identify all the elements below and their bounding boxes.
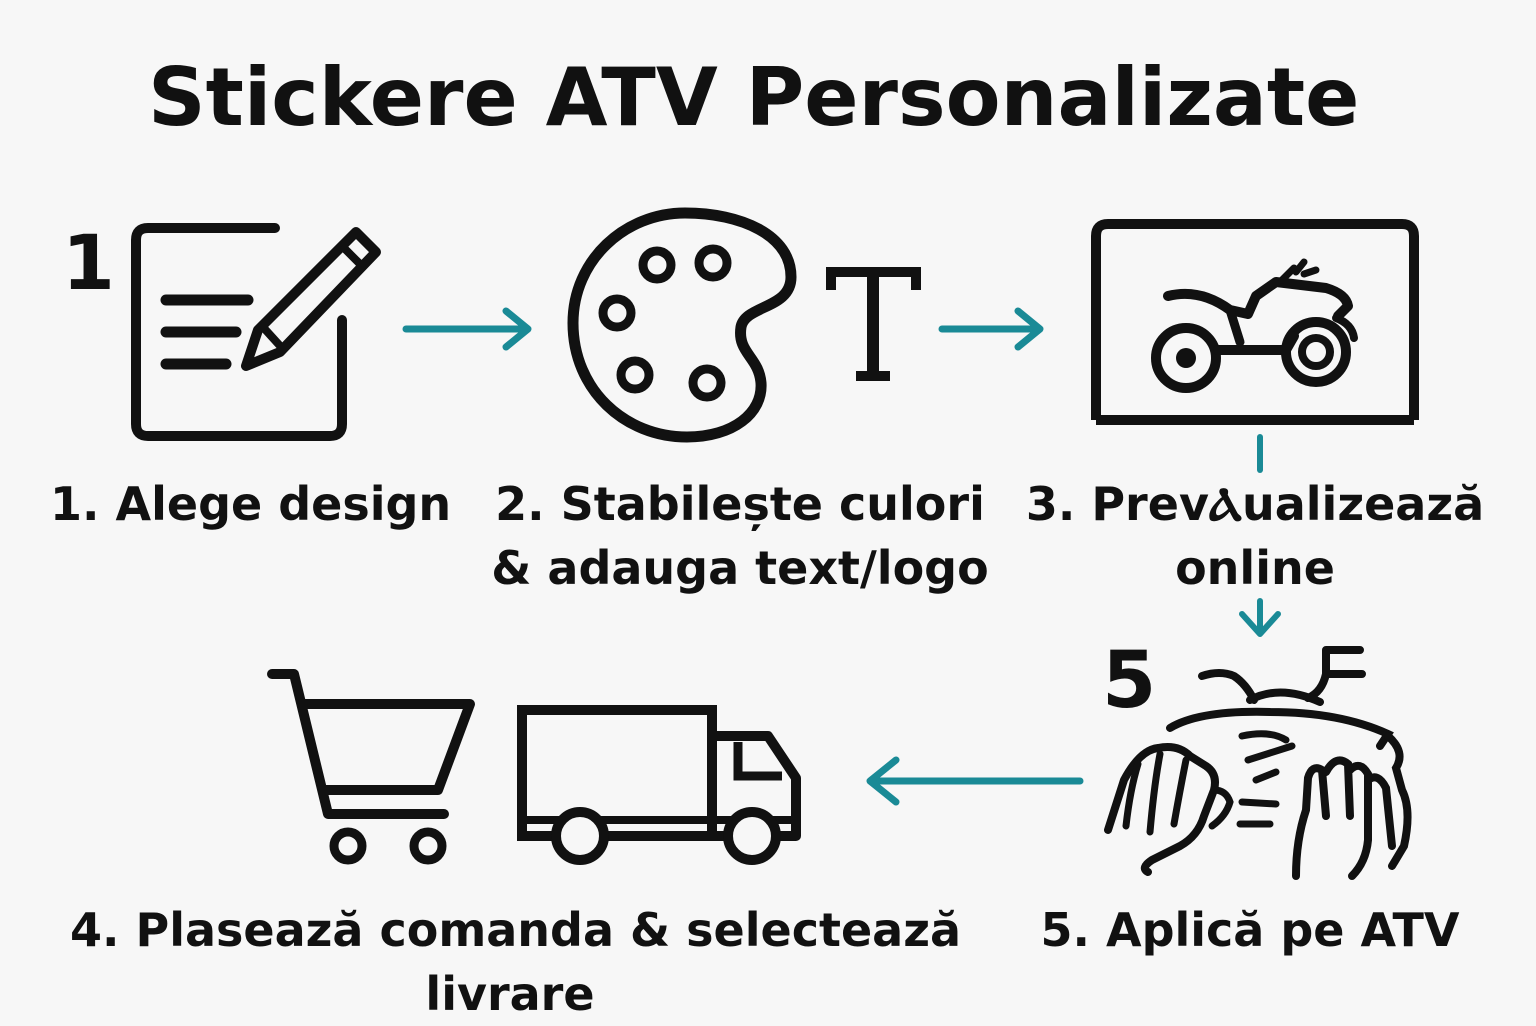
step-2-label-line2: & adauga text/logo [491,541,989,595]
step-3-label: 3. PrevⲀualizează online [1020,472,1490,600]
flow-arrow-5-to-4 [866,756,1084,806]
step-1-label: 1. Alege design [50,477,452,531]
step-4-label-line2: livrare [425,967,595,1021]
palette-icon [567,207,797,443]
step-1-number: 1 [62,218,115,307]
hands-applying-icon [1104,646,1412,880]
connector-tick [1257,434,1263,473]
step-4-label: 4. Plasează comanda & selectează livrare [70,898,962,1026]
step-5-label: 5. Aplică pe ATV [1030,898,1470,962]
flow-arrow-1-to-2 [402,307,532,351]
step-2-label-line1: 2. Stabilește culori [495,477,985,531]
flow-arrow-3-to-5 [1239,598,1281,637]
pen-document-icon [131,223,381,441]
text-t-icon [826,267,921,381]
step-2-label: 2. Stabilește culori & adauga text/logo [490,472,990,600]
step-5-number: 5 [1102,636,1157,726]
flow-arrow-2-to-3 [938,307,1044,351]
cart-icon [267,669,475,865]
step-3-label-line2: online [1175,541,1335,595]
page-title: Stickere ATV Personalizate [148,51,1360,144]
step-3-label-line1: 3. PrevⲀualizează [1025,477,1485,531]
monitor-atv-icon [1091,219,1419,425]
step-4-label-line1: 4. Plasează comanda & selectează [70,903,962,957]
truck-icon [517,705,801,865]
step-5-label-line1: 5. Aplică pe ATV [1040,903,1460,957]
